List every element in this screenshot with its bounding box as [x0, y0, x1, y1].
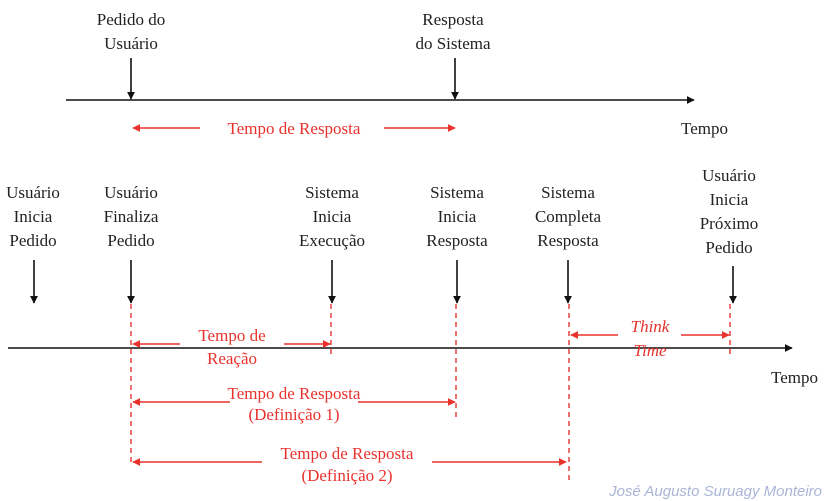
event-6-line-3: Próximo	[700, 214, 759, 233]
label-pedido-line-1: Pedido do	[97, 10, 165, 29]
event-5-line-2: Completa	[535, 207, 602, 226]
event-4-line-3: Resposta	[426, 231, 488, 250]
top-interval-label: Tempo de Resposta	[228, 119, 361, 138]
event-2-line-1: Usuário	[104, 183, 158, 202]
event-1-line-2: Inicia	[14, 207, 53, 226]
think-label-line-2: Time	[633, 341, 667, 360]
def2-label-line-1: Tempo de Resposta	[281, 444, 414, 463]
event-3-line-3: Execução	[299, 231, 365, 250]
watermark: José Augusto Suruagy Monteiro	[608, 483, 822, 500]
event-2-line-2: Finaliza	[104, 207, 159, 226]
def1-label-line-2: (Definição 1)	[248, 405, 339, 424]
label-resposta-line-1: Resposta	[422, 10, 484, 29]
bottom-axis-label: Tempo	[771, 368, 818, 387]
event-1-line-3: Pedido	[9, 231, 56, 250]
reacao-label-line-2: Reação	[207, 349, 257, 368]
event-5-line-1: Sistema	[541, 183, 595, 202]
event-1-line-1: Usuário	[6, 183, 60, 202]
top-axis-label: Tempo	[681, 119, 728, 138]
event-6-line-2: Inicia	[710, 190, 749, 209]
event-6-line-1: Usuário	[702, 166, 756, 185]
def2-label-line-2: (Definição 2)	[301, 466, 392, 485]
reacao-label-line-1: Tempo de	[198, 326, 265, 345]
event-6-line-4: Pedido	[705, 238, 752, 257]
def1-label-line-1: Tempo de Resposta	[228, 384, 361, 403]
event-2-line-3: Pedido	[107, 231, 154, 250]
event-5-line-3: Resposta	[537, 231, 599, 250]
event-3-line-1: Sistema	[305, 183, 359, 202]
event-4-line-1: Sistema	[430, 183, 484, 202]
event-4-line-2: Inicia	[438, 207, 477, 226]
event-3-line-2: Inicia	[313, 207, 352, 226]
label-resposta-line-2: do Sistema	[415, 34, 491, 53]
think-label-line-1: Think	[631, 317, 670, 336]
label-pedido-line-2: Usuário	[104, 34, 158, 53]
